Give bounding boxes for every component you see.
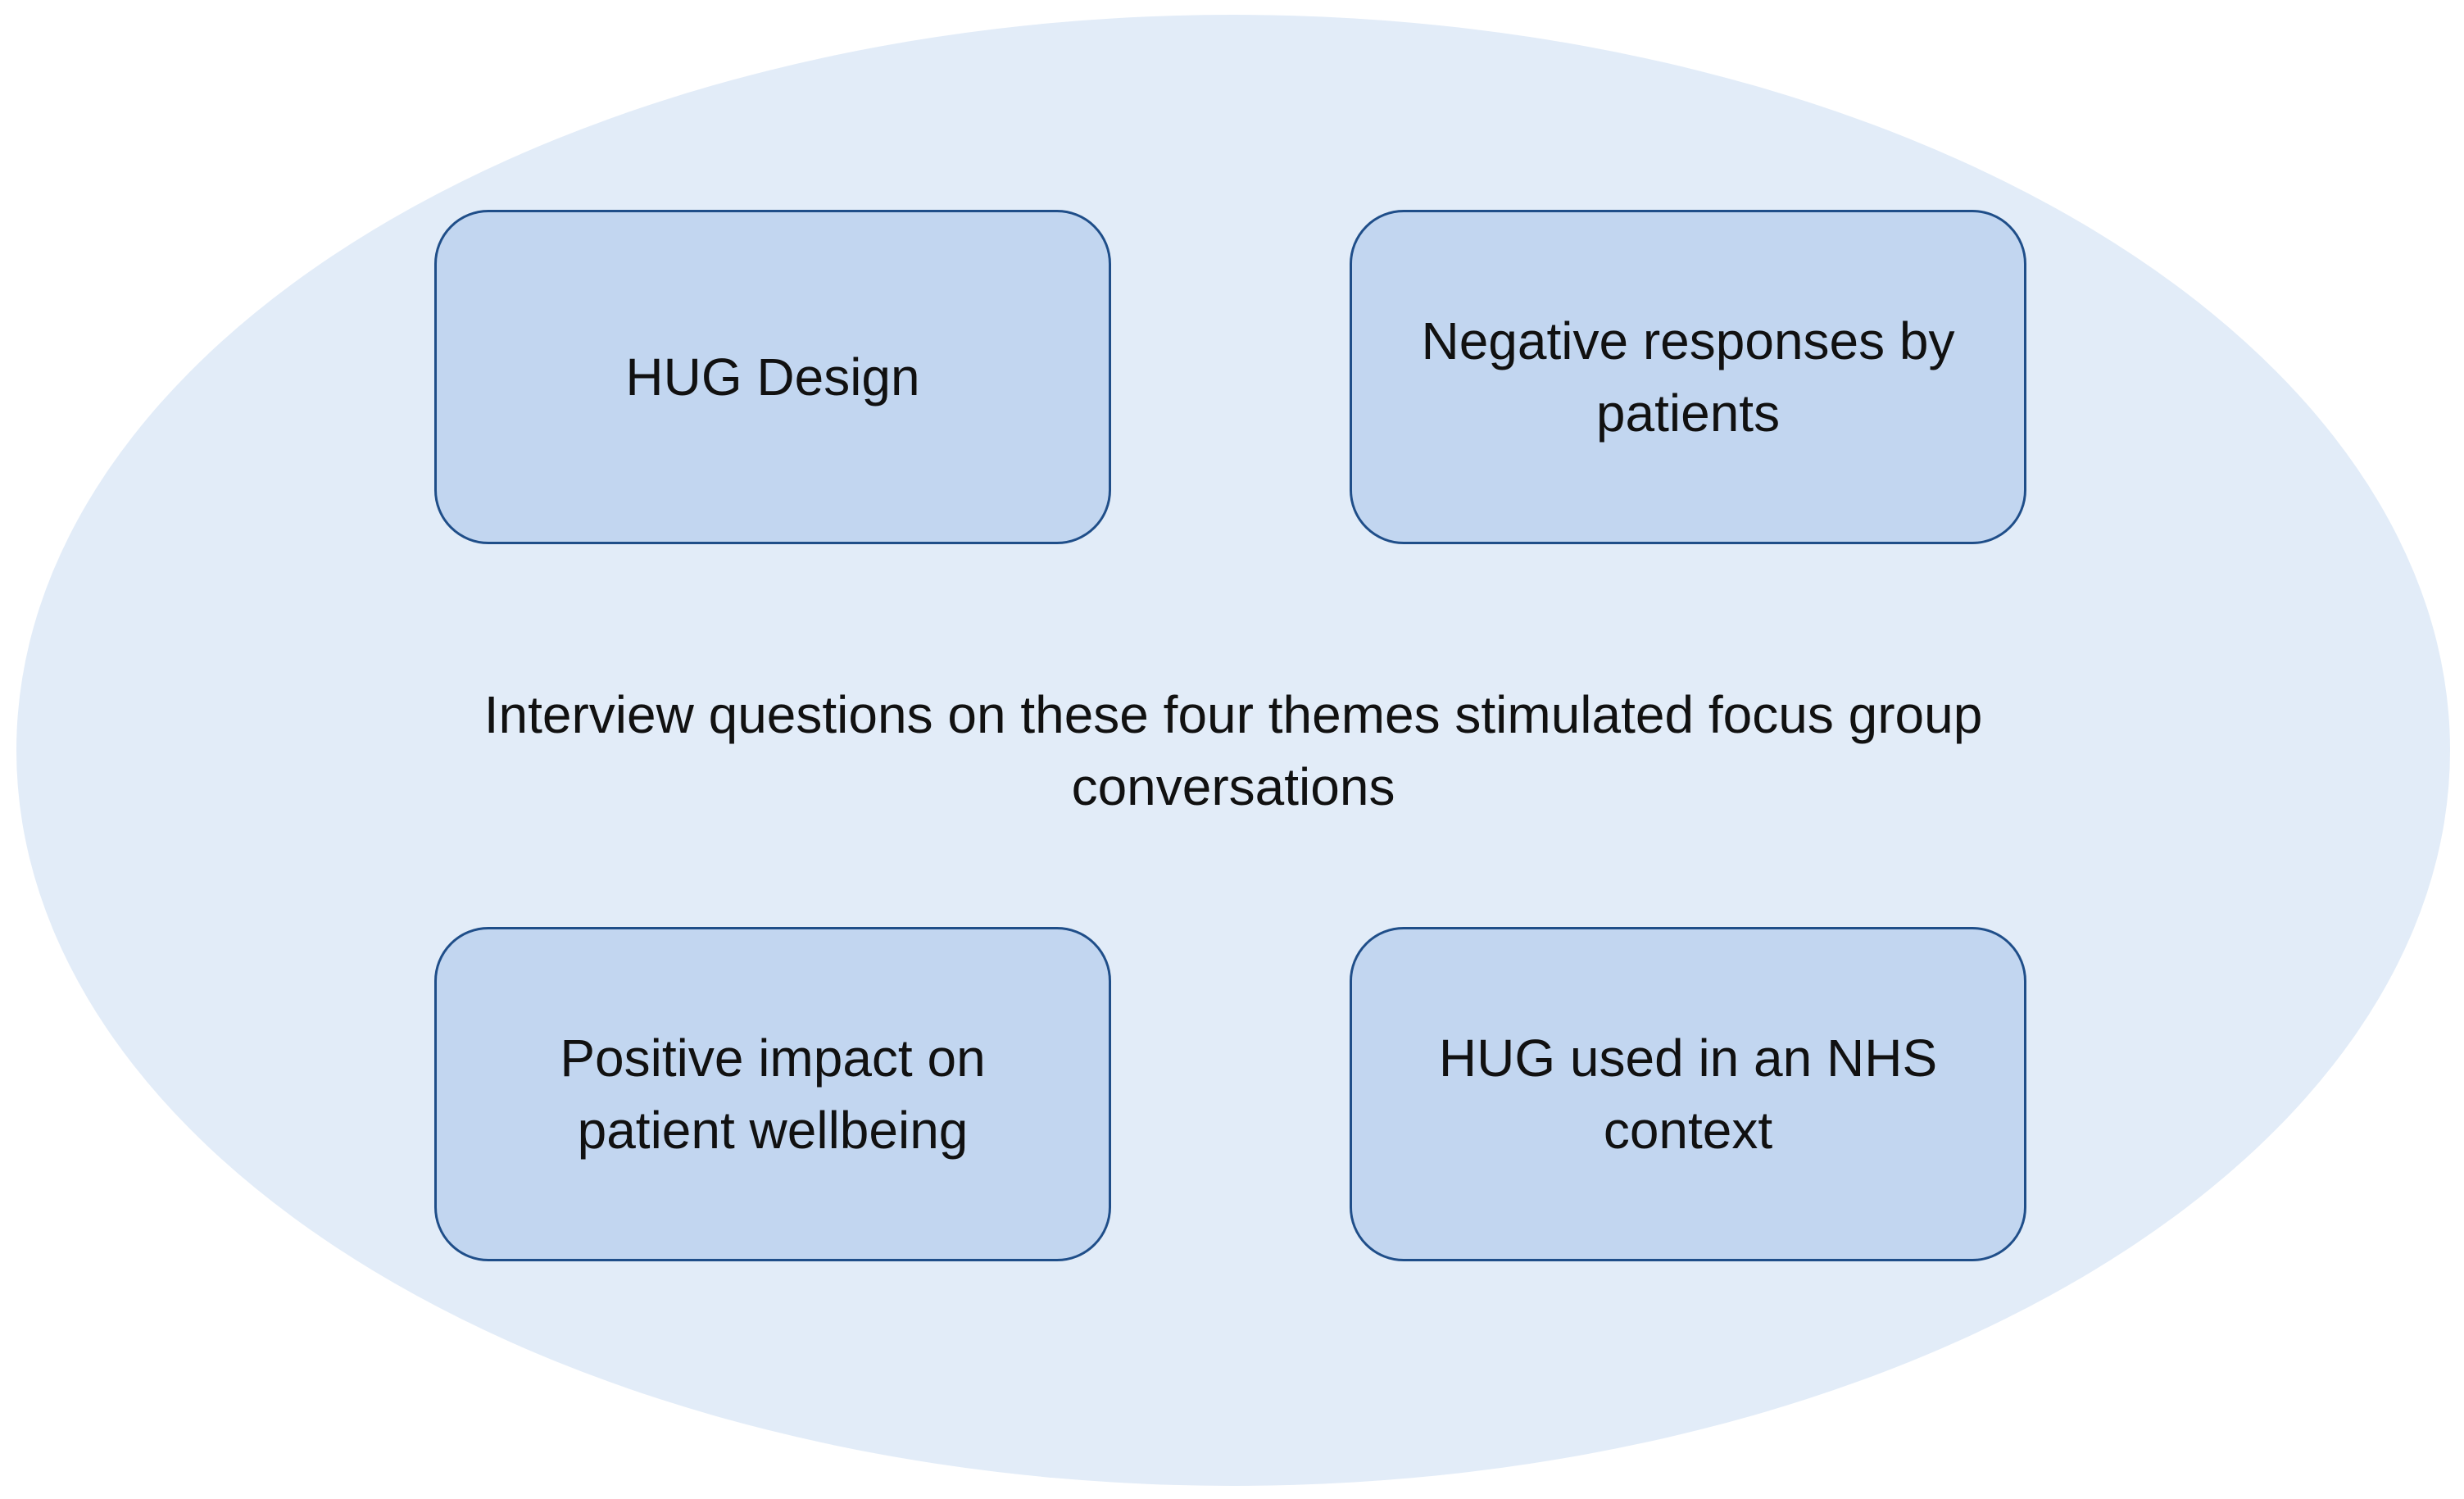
background-ellipse — [16, 15, 2450, 1486]
theme-box-hug-design: HUG Design — [434, 210, 1111, 544]
theme-label: Positive impact on patient wellbeing — [560, 1029, 986, 1160]
theme-label: HUG used in an NHS context — [1438, 1029, 1938, 1160]
center-description: Interview questions on these four themes… — [483, 685, 1983, 816]
theme-box-negative-responses: Negative responses by patients — [1350, 210, 2026, 544]
theme-label: HUG Design — [625, 347, 920, 407]
theme-box-nhs-context: HUG used in an NHS context — [1350, 927, 2026, 1261]
theme-box-positive-impact: Positive impact on patient wellbeing — [434, 927, 1111, 1261]
theme-label: Negative responses by patients — [1421, 311, 1955, 443]
